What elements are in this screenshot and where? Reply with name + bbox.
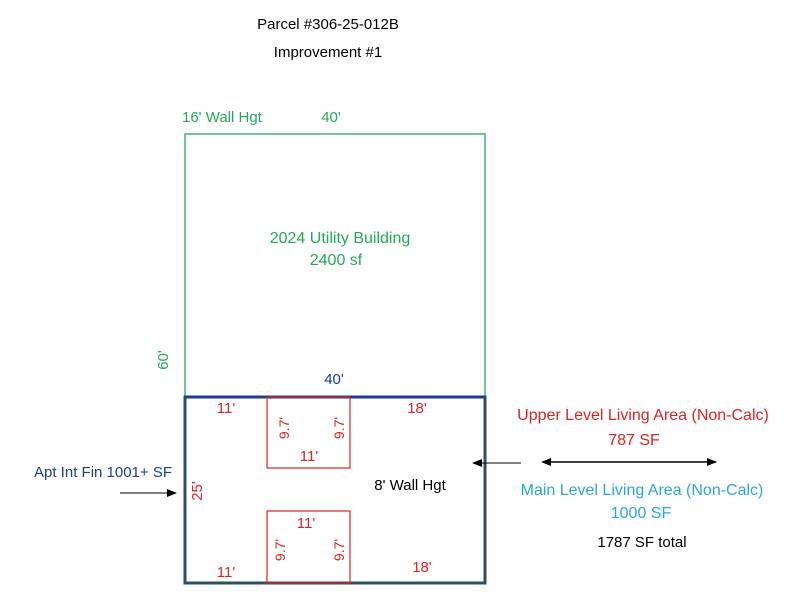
upper-level-label: Upper Level Living Area (Non-Calc) xyxy=(517,407,769,424)
improvement-title: Improvement #1 xyxy=(274,44,382,61)
lower-room-left-height: 9.7' xyxy=(272,539,288,561)
lower-room-outline xyxy=(266,510,351,584)
upper-room-right-height: 9.7' xyxy=(331,417,347,439)
upper-level-area: 787 SF xyxy=(608,432,660,449)
utility-wall-height: 16' Wall Hgt xyxy=(182,109,263,126)
upper-room-width-dim: 11' xyxy=(300,448,319,465)
upper-room-top-left-dim: 11' xyxy=(217,400,236,417)
lower-room-right-height: 9.7' xyxy=(331,539,347,561)
apartment-side-dimension: 25' xyxy=(189,481,206,501)
total-area: 1787 SF total xyxy=(597,534,686,551)
apartment-top-dimension: 40' xyxy=(324,371,344,388)
apartment-finish-label: Apt Int Fin 1001+ SF xyxy=(34,464,172,481)
utility-building-area: 2400 sf xyxy=(310,252,363,269)
main-level-label: Main Level Living Area (Non-Calc) xyxy=(521,482,764,499)
utility-side-dimension: 60' xyxy=(155,350,172,370)
upper-room-outline xyxy=(266,396,351,469)
apartment-wall-height: 8' Wall Hgt xyxy=(374,477,446,494)
lower-room-bottom-right-dim: 18' xyxy=(412,559,432,576)
utility-top-dimension: 40' xyxy=(321,109,341,126)
utility-building-name: 2024 Utility Building xyxy=(270,230,411,247)
upper-room-top-right-dim: 18' xyxy=(407,400,427,417)
lower-room-bottom-left-dim: 11' xyxy=(217,564,236,581)
parcel-title: Parcel #306-25-012B xyxy=(257,16,399,33)
lower-room-width-dim: 11' xyxy=(297,515,316,532)
main-level-area: 1000 SF xyxy=(611,505,672,522)
upper-room-left-height: 9.7' xyxy=(276,417,292,439)
